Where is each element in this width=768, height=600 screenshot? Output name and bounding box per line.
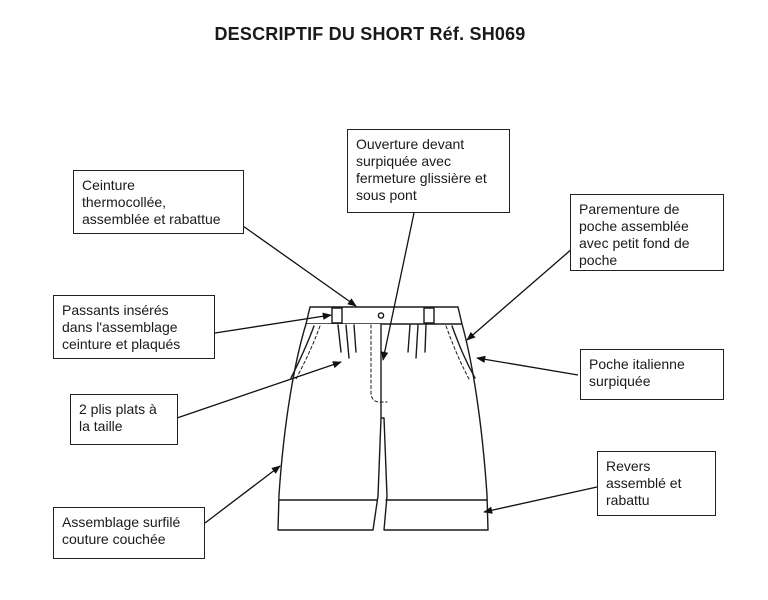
arrow-poche	[476, 355, 579, 376]
label-assemblage: Assemblage surfilé couture couchée	[53, 507, 205, 559]
pleat-right-3	[424, 324, 427, 353]
pleat-left-1	[337, 324, 342, 353]
pleat-left-3	[353, 324, 357, 353]
arrow-parementure	[466, 247, 574, 341]
arrow-ceinture	[242, 225, 357, 307]
pocket-right	[451, 325, 476, 379]
arrow-passants	[214, 312, 332, 334]
label-passants: Passants insérés dans l'assemblage ceint…	[53, 295, 215, 359]
page-title: DESCRIPTIF DU SHORT Réf. SH069	[214, 24, 526, 44]
belt-loop-left	[331, 307, 343, 324]
label-ouverture: Ouverture devant surpiquée avec fermetur…	[347, 129, 510, 213]
left-leg	[277, 323, 382, 531]
label-revers: Revers assemblé et rabattu	[597, 451, 716, 516]
pleat-right-2	[415, 324, 419, 359]
pocket-left	[290, 325, 315, 379]
label-parementure: Parementure de poche assemblée avec peti…	[570, 194, 724, 271]
arrow-plis	[176, 361, 342, 419]
pocket-right-topstitch	[445, 325, 470, 380]
waistband-button	[377, 312, 385, 319]
pleat-left-2	[345, 324, 350, 359]
arrow-revers	[483, 486, 598, 514]
belt-loop-right	[423, 307, 435, 324]
pocket-left-topstitch	[295, 325, 321, 380]
pleat-right-1	[407, 324, 411, 353]
arrow-ouverture	[381, 212, 415, 361]
label-plis: 2 plis plats à la taille	[70, 394, 178, 445]
arrow-assemblage	[204, 465, 281, 524]
label-ceinture: Ceinture thermocollée, assemblée et raba…	[73, 170, 244, 234]
label-poche: Poche italienne surpiquée	[580, 349, 724, 400]
right-leg	[380, 323, 489, 531]
fly-topstitch	[370, 324, 388, 403]
